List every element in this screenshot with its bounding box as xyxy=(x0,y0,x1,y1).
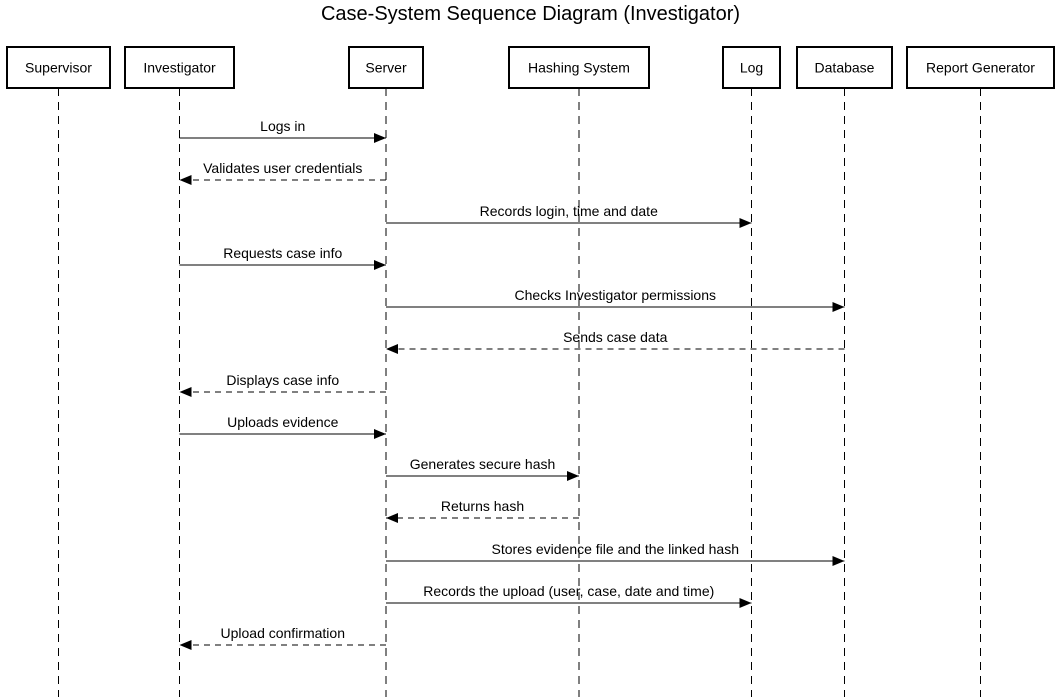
participant-label-database: Database xyxy=(815,60,875,76)
message-label-4: Requests case info xyxy=(223,245,342,261)
participant-box-database xyxy=(796,46,893,89)
message-label-13: Upload confirmation xyxy=(220,625,345,641)
diagram-title: Case-System Sequence Diagram (Investigat… xyxy=(320,3,741,25)
participant-label-report: Report Generator xyxy=(926,60,1035,76)
participant-label-supervisor: Supervisor xyxy=(25,60,92,76)
message-label-3: Records login, time and date xyxy=(480,203,658,219)
message-label-2: Validates user credentials xyxy=(203,160,362,176)
participant-box-supervisor xyxy=(6,46,111,89)
message-label-11: Stores evidence file and the linked hash xyxy=(492,541,740,557)
message-label-7: Displays case info xyxy=(226,372,339,388)
participant-label-server: Server xyxy=(365,60,407,76)
participant-label-hashing: Hashing System xyxy=(528,60,630,76)
message-label-12: Records the upload (user, case, date and… xyxy=(423,583,714,599)
message-label-8: Uploads evidence xyxy=(227,414,339,430)
message-label-1: Logs in xyxy=(260,118,305,134)
participant-box-log xyxy=(722,46,781,89)
participant-label-investigator: Investigator xyxy=(143,60,216,76)
message-label-6: Sends case data xyxy=(563,329,668,345)
message-label-9: Generates secure hash xyxy=(410,456,556,472)
participant-box-hashing xyxy=(508,46,650,89)
message-label-10: Returns hash xyxy=(441,498,524,514)
participant-box-report xyxy=(906,46,1055,89)
participant-box-investigator xyxy=(124,46,235,89)
participant-label-log: Log xyxy=(740,60,763,76)
message-label-5: Checks Investigator permissions xyxy=(514,287,716,303)
participant-box-server xyxy=(348,46,424,89)
